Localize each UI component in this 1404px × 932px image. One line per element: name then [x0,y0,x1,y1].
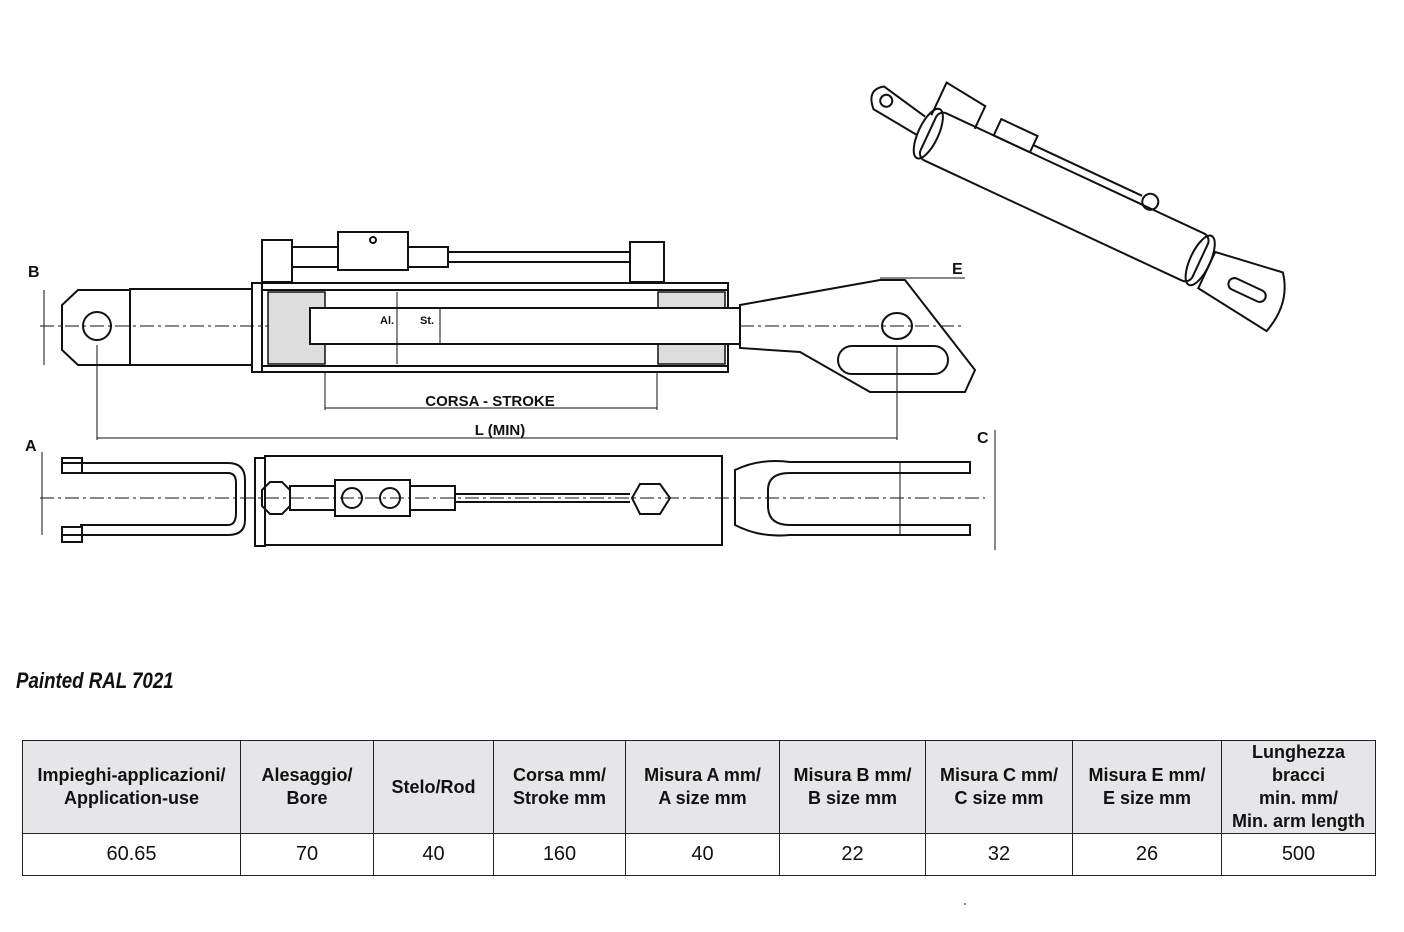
cell-size-e: 26 [1072,833,1222,876]
label-c: C [977,430,989,447]
header-line: Misura C mm/ [939,765,1059,785]
table-row: 60.65 70 40 160 40 22 32 26 500 [22,833,1376,876]
header-line: Application-use [63,788,199,808]
header-line: Alesaggio/ [261,765,353,785]
table-header-row: Impieghi-applicazioni/Application-use Al… [22,740,1376,834]
header-size-a: Misura A mm/A size mm [625,740,780,834]
header-size-c: Misura C mm/C size mm [925,740,1073,834]
header-line: Impieghi-applicazioni/ [37,765,226,785]
section-view [40,231,977,440]
cell-rod: 40 [373,833,494,876]
cell-arm-length: 500 [1221,833,1376,876]
header-line: Misura B mm/ [793,765,912,785]
header-line: min. mm/ [1258,788,1338,808]
hydraulic-cylinder-drawing: B E A C CORSA - STROKE L (MIN) Al. St. [25,81,1286,550]
cell-size-b: 22 [779,833,926,876]
plan-view [40,430,996,550]
header-line: Min. arm length [1231,811,1365,831]
header-line: B size mm [807,788,898,808]
header-size-b: Misura B mm/B size mm [779,740,926,834]
cell-size-c: 32 [925,833,1073,876]
header-line: Stelo/Rod [391,776,476,797]
header-line: A size mm [658,788,747,808]
cell-bore: 70 [240,833,374,876]
header-stroke: Corsa mm/Stroke mm [493,740,626,834]
header-line: Bore [286,788,328,808]
bore-label: Al. [380,315,394,327]
header-line: Lunghezza bracci [1252,742,1345,785]
header-line: C size mm [954,788,1044,808]
stroke-label: CORSA - STROKE [425,393,554,410]
specs-table: Impieghi-applicazioni/Application-use Al… [22,740,1376,876]
rod-label: St. [420,315,434,327]
cell-application: 60.65 [22,833,241,876]
header-line: Misura E mm/ [1088,765,1206,785]
header-line: Stroke mm [512,788,607,808]
header-rod: Stelo/Rod [373,740,494,834]
stray-dot [964,903,966,905]
cell-size-a: 40 [625,833,780,876]
header-arm-length: Lunghezza bracci min. mm/Min. arm length [1221,740,1376,834]
cell-stroke: 160 [493,833,626,876]
header-bore: Alesaggio/Bore [240,740,374,834]
header-line: Corsa mm/ [512,765,607,785]
length-label: L (MIN) [475,422,526,439]
label-a: A [25,438,37,455]
header-application: Impieghi-applicazioni/Application-use [22,740,241,834]
label-b: B [28,264,40,281]
isometric-view [870,81,1286,333]
header-size-e: Misura E mm/E size mm [1072,740,1222,834]
header-line: E size mm [1102,788,1192,808]
finish-note: Painted RAL 7021 [16,668,174,693]
header-line: Misura A mm/ [644,765,761,785]
label-e: E [952,261,963,278]
